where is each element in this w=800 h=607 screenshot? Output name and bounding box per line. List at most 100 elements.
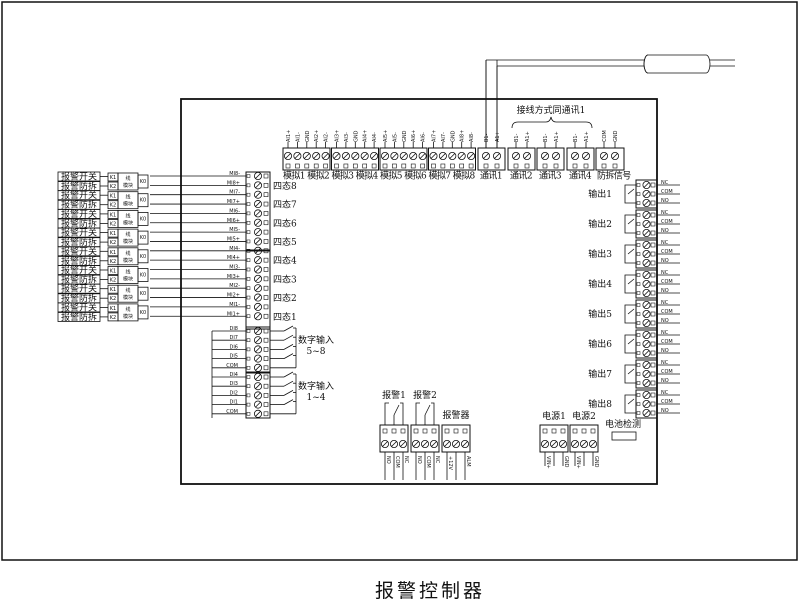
terminal-socket: [295, 163, 300, 169]
terminal-socket: [494, 163, 500, 169]
terminal-socket: [650, 272, 656, 278]
terminal-socket: [650, 182, 656, 188]
alarm-name: 报警1: [382, 389, 406, 401]
alarm-tamper-label: 报警防拆: [61, 199, 97, 211]
screw-terminal-icon: [253, 181, 262, 190]
terminal-name: 模拟1: [283, 170, 305, 182]
pin-label: GND: [353, 130, 359, 142]
terminal-socket: [246, 412, 251, 416]
k2-label: K2: [110, 240, 116, 246]
terminal-socket: [524, 163, 530, 169]
screw-terminal-icon: [642, 408, 651, 417]
pin-label: DI1: [229, 400, 238, 406]
k0-box: [137, 230, 149, 245]
terminal-socket: [636, 261, 641, 265]
screw-slot: [551, 441, 557, 447]
terminal-socket: [246, 329, 251, 333]
k0-box: [137, 268, 149, 282]
k1-label: K1: [110, 250, 116, 256]
switch-icon: [283, 371, 294, 378]
k0-label: K0: [140, 216, 146, 222]
terminal-block: [507, 147, 536, 171]
pin-label: AI4+: [363, 130, 369, 142]
terminal-socket: [371, 163, 377, 169]
terminal-socket: [636, 381, 641, 385]
pin-label: NC: [661, 300, 669, 306]
screw-terminal-icon: [253, 237, 262, 246]
terminal-socket: [263, 383, 269, 389]
terminal-socket: [246, 314, 251, 318]
terminal-socket: [246, 230, 251, 234]
pin-label: AI1+: [286, 130, 292, 142]
screw-slot: [643, 182, 650, 188]
pin-label: NO: [661, 258, 669, 264]
screw-terminal-icon: [360, 151, 369, 160]
pin-label: COM: [226, 409, 238, 415]
screw-terminal-icon: [642, 390, 651, 399]
terminal-socket: [263, 239, 269, 244]
k2-label: K2: [110, 259, 116, 265]
screw-slot: [572, 153, 578, 159]
terminal-socket: [263, 328, 269, 334]
screw-terminal-icon: [253, 326, 262, 335]
screw-terminal-icon: [642, 189, 651, 198]
terminal-socket: [650, 290, 656, 296]
screw-slot: [391, 153, 398, 159]
screw-slot: [255, 374, 261, 380]
screw-slot: [401, 153, 407, 159]
screw-slot: [643, 392, 650, 398]
terminal-socket: [246, 295, 251, 300]
screw-slot: [255, 365, 261, 371]
pin-label: ALM: [465, 456, 471, 467]
input-name: 四态3: [273, 273, 297, 285]
k0-box: [137, 286, 149, 301]
screw-terminal-icon: [253, 190, 262, 199]
pin-label: DI6: [229, 344, 238, 350]
pin-label: MI5+: [227, 236, 240, 242]
terminal-socket: [636, 213, 641, 217]
terminal-socket: [453, 428, 459, 434]
screw-slot: [524, 153, 530, 159]
screw-terminal-icon: [611, 151, 620, 160]
pin-label: MI8+: [227, 180, 240, 186]
screw-terminal-icon: [321, 151, 330, 160]
relay-contact: [627, 218, 635, 225]
pin-label: NC: [661, 270, 669, 276]
pin-label: MI4+: [227, 255, 240, 261]
screw-slot: [643, 281, 650, 287]
terminal-socket: [246, 183, 251, 188]
screw-slot: [553, 153, 559, 159]
k2-label: K2: [110, 184, 116, 190]
k2-label: K2: [110, 203, 116, 209]
screw-terminal-icon: [642, 288, 651, 297]
screw-terminal-icon: [253, 265, 262, 274]
screw-terminal-icon: [541, 439, 550, 448]
terminal-socket: [263, 356, 269, 361]
alarm-tamper-label: 报警防拆: [61, 255, 97, 267]
screw-slot: [422, 441, 428, 447]
screw-slot: [643, 221, 650, 227]
screw-terminal-icon: [642, 228, 651, 237]
screw-slot: [643, 200, 650, 206]
pin-label: A1+: [584, 131, 590, 142]
screw-terminal-icon: [589, 439, 598, 448]
screw-slot: [444, 441, 450, 447]
pin-label: B1-: [484, 133, 490, 142]
terminal-socket: [572, 428, 578, 434]
screw-slot: [572, 441, 578, 447]
switch-icon: [283, 353, 294, 359]
screw-slot: [382, 441, 388, 447]
module-label: 模块: [123, 257, 133, 264]
terminal-socket: [263, 285, 269, 291]
output-name: 输出8: [588, 398, 612, 410]
comm-note: 接线方式同通讯1: [517, 104, 586, 116]
pin-label: A1+: [525, 131, 531, 142]
pin-label: MI7+: [227, 199, 240, 205]
screw-terminal-icon: [253, 293, 262, 302]
terminal-socket: [468, 163, 474, 169]
terminal-socket: [246, 338, 251, 342]
terminal-socket: [636, 312, 641, 316]
pin-label: NO: [661, 408, 669, 414]
